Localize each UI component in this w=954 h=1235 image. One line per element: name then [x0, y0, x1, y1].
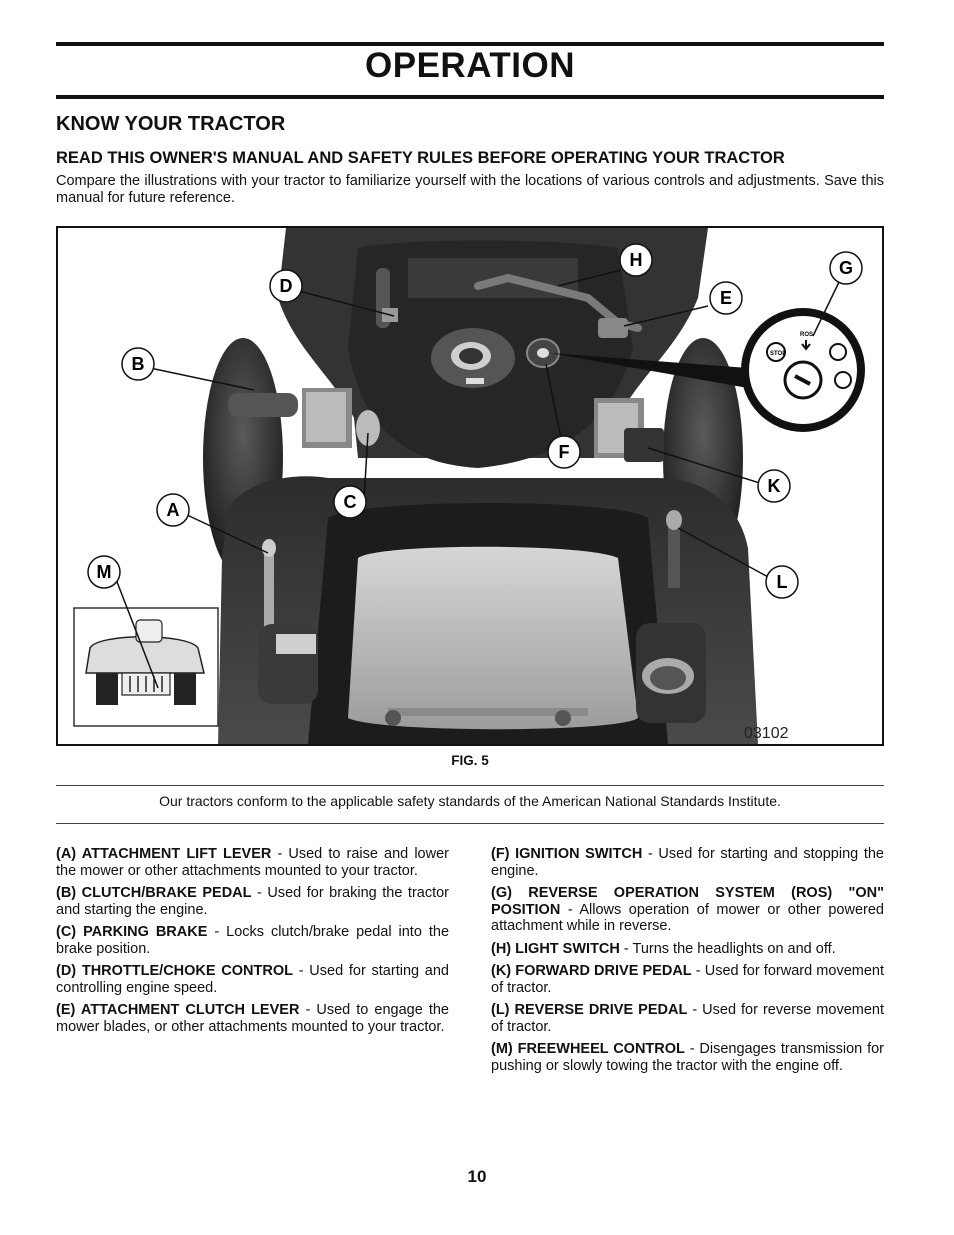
callout-f: F — [547, 435, 581, 469]
control-item-m: (M) FREEWHEEL CONTROL - Disengages trans… — [491, 1041, 884, 1074]
callout-m: M — [87, 555, 121, 589]
controls-list-right: (F) IGNITION SWITCH - Used for starting … — [491, 846, 884, 1080]
section-heading: KNOW YOUR TRACTOR — [56, 113, 286, 135]
callout-e: E — [709, 281, 743, 315]
svg-text:C: C — [344, 492, 357, 512]
control-item-k: (K) FORWARD DRIVE PEDAL - Used for forwa… — [491, 963, 884, 996]
leader-lines — [113, 269, 841, 689]
control-item-d: (D) THROTTLE/CHOKE CONTROL - Used for st… — [56, 963, 449, 996]
top-rule — [56, 42, 884, 46]
svg-text:H: H — [630, 250, 643, 270]
stop-label: STOP — [770, 351, 786, 357]
page-number: 10 — [467, 1167, 487, 1186]
control-item-c: (C) PARKING BRAKE - Locks clutch/brake p… — [56, 924, 450, 957]
svg-text:E: E — [720, 288, 732, 308]
svg-text:B: B — [132, 354, 145, 374]
control-item-e: (E) ATTACHMENT CLUTCH LEVER - Used to en… — [56, 1002, 449, 1035]
callout-l: L — [765, 565, 799, 599]
title-rule — [56, 95, 884, 99]
figure-code: 03102 — [744, 725, 789, 742]
figure-caption: FIG. 5 — [451, 753, 489, 768]
control-item-a: (A) ATTACHMENT LIFT LEVER - Used to rais… — [56, 846, 449, 879]
callout-h: H — [619, 243, 653, 277]
svg-text:A: A — [167, 500, 180, 520]
page-title: OPERATION — [365, 46, 575, 85]
tractor-controls-figure: STOP ROS A B C — [56, 226, 884, 746]
control-item-f: (F) IGNITION SWITCH - Used for starting … — [491, 846, 884, 879]
controls-list-left: (A) ATTACHMENT LIFT LEVER - Used to rais… — [56, 846, 449, 1041]
control-item-l: (L) REVERSE DRIVE PEDAL - Used for rever… — [491, 1002, 884, 1035]
svg-text:G: G — [839, 258, 853, 278]
standards-rule-bottom — [56, 823, 884, 824]
ros-label: ROS — [800, 332, 813, 338]
control-item-g: (G) REVERSE OPERATION SYSTEM (ROS) "ON" … — [491, 885, 884, 934]
callout-c: C — [333, 485, 367, 519]
callout-a: A — [156, 493, 190, 527]
svg-text:L: L — [777, 572, 788, 592]
svg-text:M: M — [97, 562, 112, 582]
control-item-b: (B) CLUTCH/BRAKE PEDAL - Used for brakin… — [56, 885, 450, 918]
seat — [348, 546, 638, 730]
svg-text:D: D — [280, 276, 293, 296]
intro-paragraph: Compare the illustrations with your trac… — [56, 173, 884, 206]
callout-b: B — [121, 347, 155, 381]
standards-note: Our tractors conform to the applicable s… — [159, 793, 781, 809]
svg-text:F: F — [559, 442, 570, 462]
callout-d: D — [269, 269, 303, 303]
callout-g: G — [829, 251, 863, 285]
tractor-illustration: STOP ROS A B C — [73, 228, 865, 744]
subheading: READ THIS OWNER'S MANUAL AND SAFETY RULE… — [56, 149, 785, 167]
control-item-h: (H) LIGHT SWITCH - Turns the headlights … — [491, 940, 836, 957]
svg-text:K: K — [768, 476, 781, 496]
standards-rule-top — [56, 785, 884, 786]
callout-k: K — [757, 469, 791, 503]
